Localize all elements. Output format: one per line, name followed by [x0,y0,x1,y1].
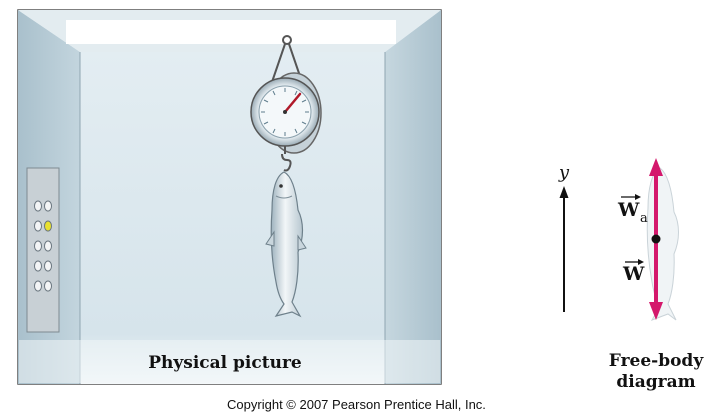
fbd-fish [647,168,678,320]
vector-label-upper: W a [617,194,648,226]
ceiling-light [66,20,396,44]
vector-lower-symbol: W [622,263,645,285]
y-axis-label: y [558,162,570,183]
fbd-caption-line2: diagram [616,372,695,392]
elevator-back-wall [80,52,385,384]
vector-upper-symbol: W [617,199,640,221]
elevator-button-panel [27,168,59,332]
lit-floor-button [45,221,52,231]
elevator [18,10,441,384]
elevator-right-wall [385,10,441,384]
y-axis: y [558,162,570,312]
center-point [652,235,661,244]
vector-label-lower: W [622,259,645,285]
fbd-caption-line1: Free-body [609,351,705,371]
vector-upper-subscript: a [640,211,648,226]
physical-picture-caption: Physical picture [148,353,302,373]
copyright-notice: Copyright © 2007 Pearson Prentice Hall, … [0,397,713,412]
